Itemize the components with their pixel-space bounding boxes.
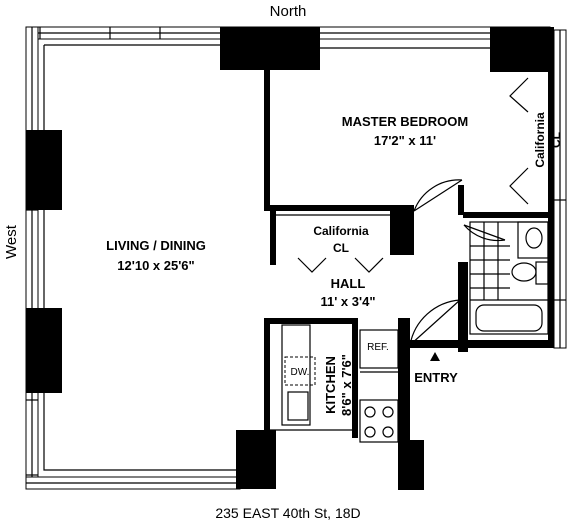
bedroom-closet-line1: California (533, 112, 547, 168)
living-dining-dims: 12'10 x 25'6" (117, 258, 194, 273)
hall-name: HALL (331, 276, 366, 291)
dishwasher-label: DW. (291, 367, 310, 378)
dishwasher-outline (284, 356, 316, 386)
hall-dims: 11' x 3'4" (320, 294, 375, 309)
west-label: West (3, 224, 20, 259)
master-bedroom-name: MASTER BEDROOM (342, 114, 468, 129)
master-bedroom-dims: 17'2" x 11' (374, 133, 436, 148)
north-label: North (270, 3, 307, 20)
triangle-up-icon (430, 352, 440, 361)
bedroom-closet-line2: CL (549, 132, 563, 148)
closet-doors (297, 77, 529, 273)
living-dining-name: LIVING / DINING (106, 238, 206, 253)
entry-label: ENTRY (414, 370, 458, 385)
hall-closet-line2: CL (333, 241, 349, 255)
structural-columns (26, 27, 554, 490)
doors (409, 179, 506, 346)
kitchen-dims: 8'6" x 7'6" (339, 354, 354, 416)
hall-closet-line1: California (313, 224, 369, 238)
kitchen-name: KITCHEN (323, 356, 338, 414)
refrigerator-label: REF. (367, 342, 389, 353)
address-label: 235 EAST 40th St, 18D (215, 505, 360, 521)
interior-walls (43, 44, 554, 471)
